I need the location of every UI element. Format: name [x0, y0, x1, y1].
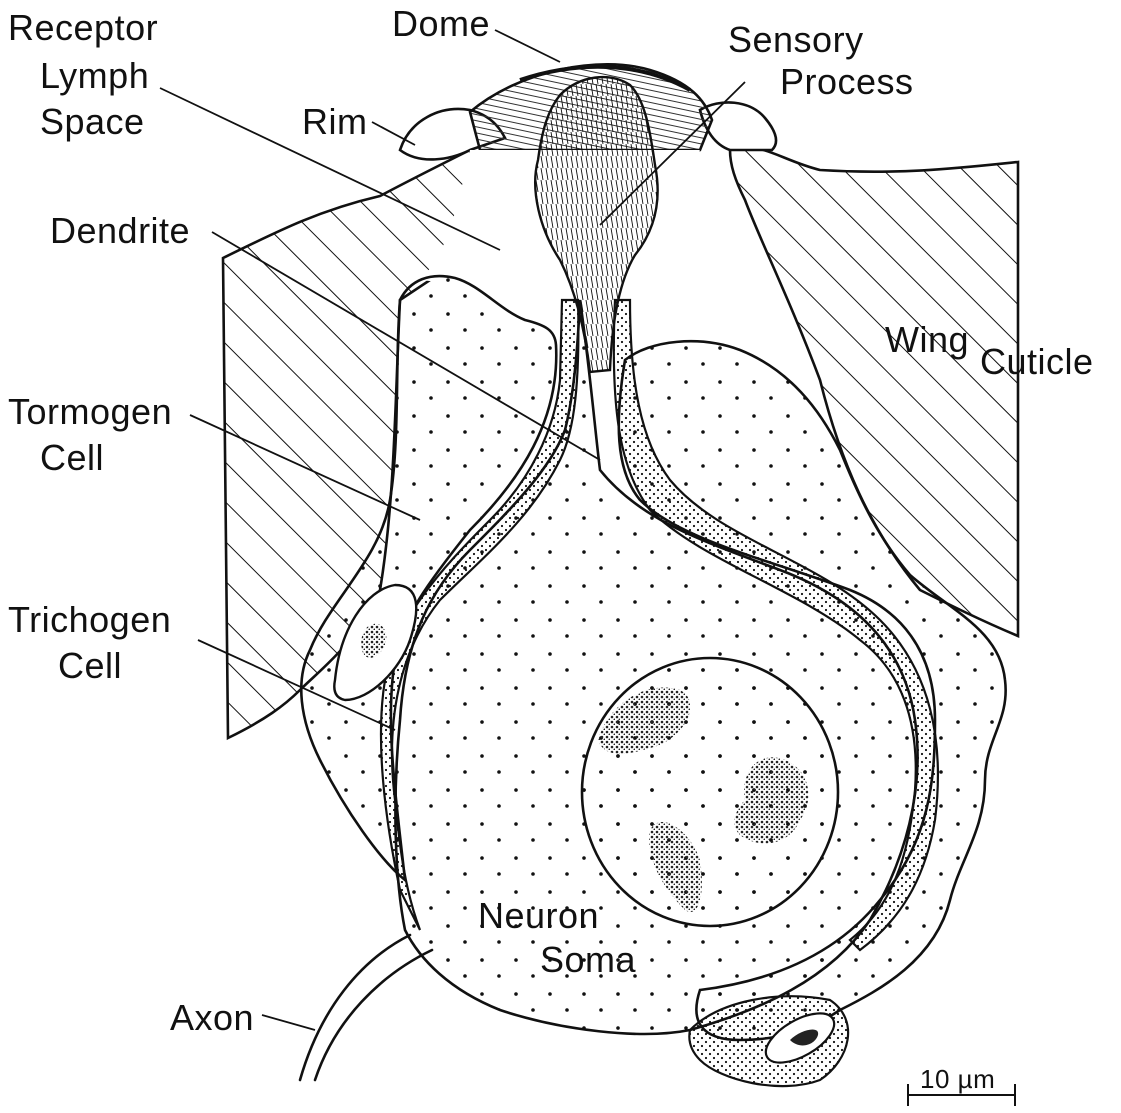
- label-dome: Dome: [392, 3, 490, 44]
- label-lymph: Lymph: [40, 55, 149, 96]
- label-trichogen: Trichogen: [8, 599, 171, 640]
- label-neuron: Neuron: [478, 895, 599, 936]
- label-receptor: Receptor: [8, 7, 158, 48]
- label-axon: Axon: [170, 997, 254, 1038]
- label-soma: Soma: [540, 939, 637, 980]
- label-sensory: Sensory: [728, 19, 864, 60]
- label-tormogen: Tormogen: [8, 391, 172, 432]
- label-scale: 10 µm: [920, 1064, 995, 1094]
- label-tormogen-cell: Cell: [40, 437, 104, 478]
- label-trichogen-cell: Cell: [58, 645, 122, 686]
- label-wing: Wing: [885, 319, 969, 360]
- label-space: Space: [40, 101, 145, 142]
- label-process: Process: [780, 61, 914, 102]
- label-rim: Rim: [302, 101, 367, 142]
- label-cuticle: Cuticle: [980, 341, 1094, 382]
- label-dendrite: Dendrite: [50, 210, 190, 251]
- sensory-process: [535, 77, 657, 372]
- rim-right: [700, 102, 776, 150]
